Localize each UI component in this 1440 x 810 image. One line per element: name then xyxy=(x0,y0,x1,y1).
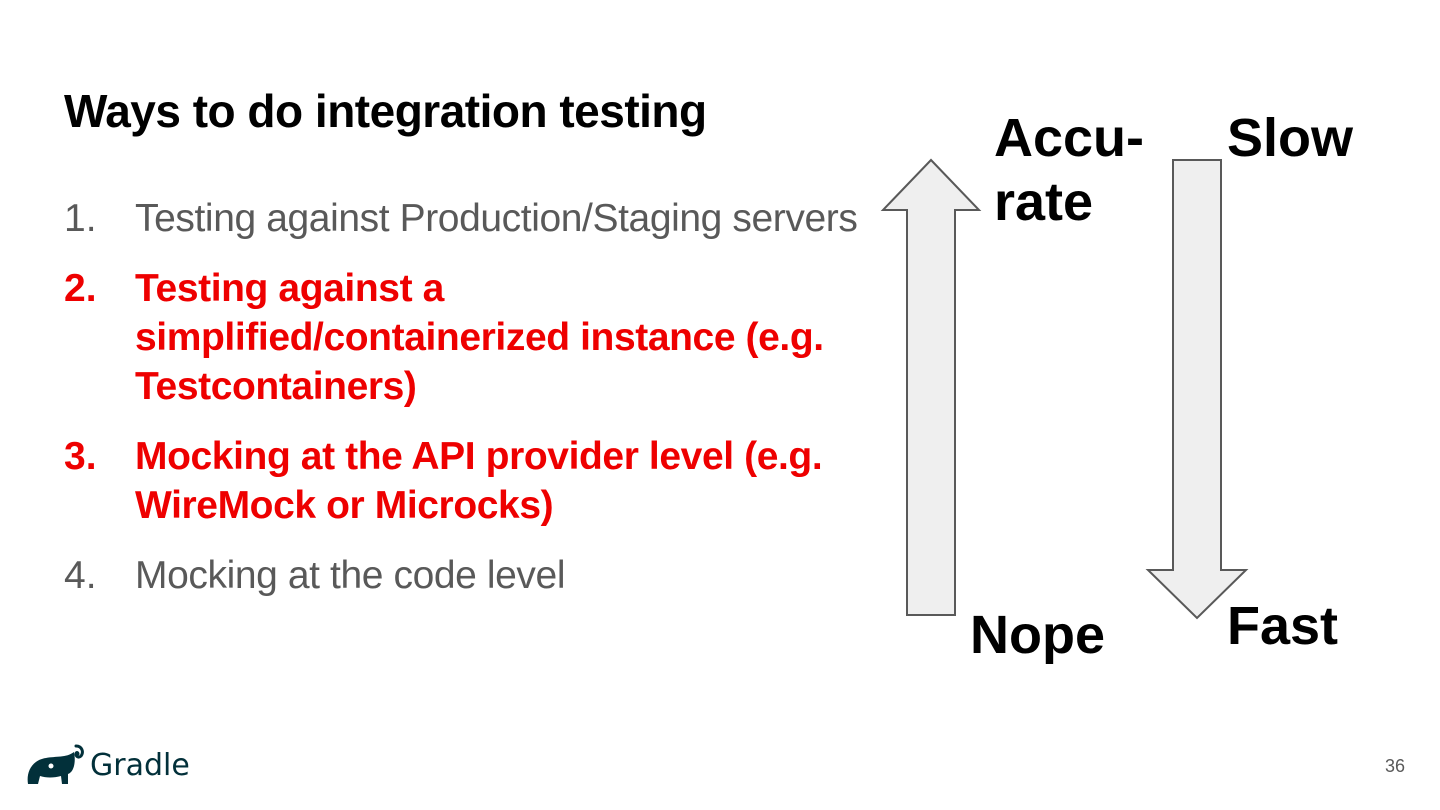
list-item: 4. Mocking at the code level xyxy=(64,551,864,600)
slow-label: Slow xyxy=(1227,108,1354,168)
accurate-label: Accu- rate xyxy=(994,106,1144,234)
nope-label: Nope xyxy=(970,605,1105,665)
list-item: 3. Mocking at the API provider level (e.… xyxy=(64,432,864,530)
list-item-text: Mocking at the API provider level (e.g. … xyxy=(135,435,823,527)
up-arrow xyxy=(880,158,982,616)
list-item: 2. Testing against a simplified/containe… xyxy=(64,264,864,411)
page-number: 36 xyxy=(1385,756,1406,776)
gradle-logo-text: Gradle xyxy=(90,747,190,783)
list-item-number: 4. xyxy=(64,554,97,597)
list-item-number: 3. xyxy=(64,435,97,478)
gradle-elephant-icon xyxy=(27,744,84,784)
list-item-text: Mocking at the code level xyxy=(135,554,566,597)
list-item-number: 2. xyxy=(64,267,97,310)
fast-label: Fast xyxy=(1227,596,1339,656)
slide-title: Ways to do integration testing xyxy=(64,85,707,137)
gradle-logo: Gradle xyxy=(24,742,190,788)
accurate-label-line2: rate xyxy=(994,172,1094,232)
accurate-label-line1: Accu- xyxy=(994,108,1145,168)
list-item: 1. Testing against Production/Staging se… xyxy=(64,194,864,243)
numbered-list: 1. Testing against Production/Staging se… xyxy=(64,194,864,621)
down-arrow xyxy=(1145,159,1249,620)
list-item-text: Testing against Production/Staging serve… xyxy=(135,197,858,240)
list-item-text: Testing against a simplified/containeriz… xyxy=(135,267,824,408)
list-item-number: 1. xyxy=(64,197,97,240)
